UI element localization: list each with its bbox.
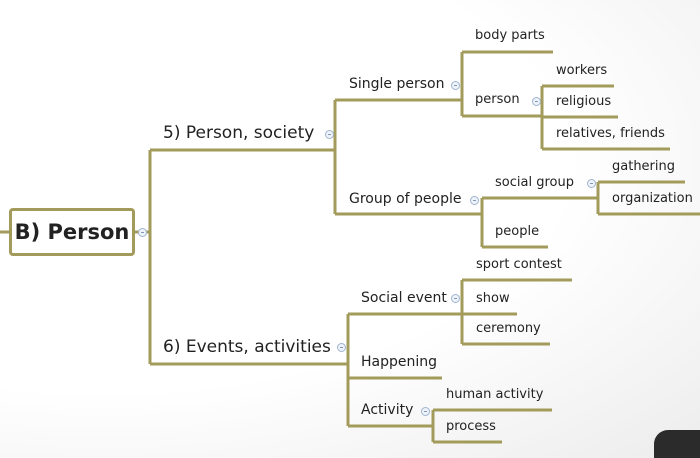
branch-person-society[interactable]: 5) Person, society	[163, 123, 315, 143]
node-organization[interactable]: organization	[612, 191, 693, 206]
node-process[interactable]: process	[446, 419, 496, 434]
collapse-icon-activity[interactable]	[421, 407, 430, 416]
node-person[interactable]: person	[475, 92, 520, 107]
node-religious[interactable]: religious	[556, 94, 612, 109]
collapse-icon-social-group[interactable]	[587, 179, 596, 188]
node-relatives-friends[interactable]: relatives, friends	[556, 126, 665, 141]
node-workers[interactable]: workers	[556, 63, 608, 78]
node-single-person[interactable]: Single person	[349, 76, 445, 92]
node-social-group[interactable]: social group	[495, 175, 574, 190]
node-ceremony[interactable]: ceremony	[476, 321, 541, 336]
branch-events-activities[interactable]: 6) Events, activities	[163, 337, 331, 357]
collapse-icon-events-activities[interactable]	[337, 343, 346, 352]
node-activity[interactable]: Activity	[361, 402, 414, 418]
node-human-activity[interactable]: human activity	[446, 387, 544, 402]
node-people[interactable]: people	[495, 224, 540, 239]
node-happening[interactable]: Happening	[361, 354, 438, 370]
node-show[interactable]: show	[476, 291, 510, 306]
collapse-icon-social-event[interactable]	[451, 294, 460, 303]
node-social-event[interactable]: Social event	[361, 290, 447, 306]
node-sport-contest[interactable]: sport contest	[476, 257, 562, 272]
collapse-icon-single-person[interactable]	[451, 81, 460, 90]
root-node[interactable]: B) Person	[9, 208, 135, 256]
collapse-icon-person[interactable]	[532, 97, 541, 106]
root-label: B) Person	[14, 220, 130, 244]
node-gathering[interactable]: gathering	[612, 159, 676, 174]
node-group-of-people[interactable]: Group of people	[349, 191, 462, 207]
collapse-icon-person-society[interactable]	[325, 130, 334, 139]
collapse-icon-group-of-people[interactable]	[470, 196, 479, 205]
node-body-parts[interactable]: body parts	[475, 28, 545, 43]
corner-overlay	[654, 430, 700, 458]
collapse-icon-root[interactable]	[138, 228, 147, 237]
connector-root-branches	[135, 150, 152, 364]
